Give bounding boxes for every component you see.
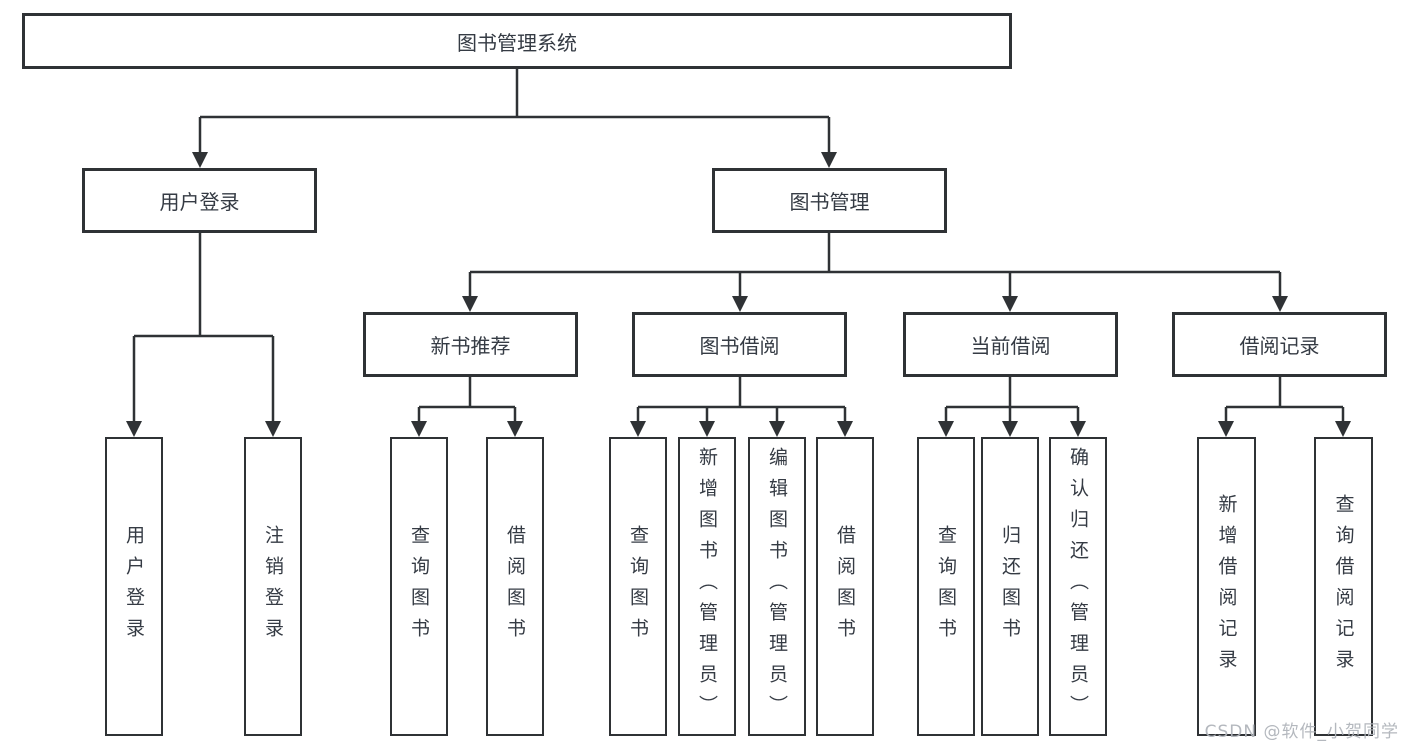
arrow-down-icon <box>938 421 954 437</box>
node-book-management: 图书管理 <box>712 168 947 233</box>
arrow-down-icon <box>1335 421 1351 437</box>
arrow-down-icon <box>1070 421 1086 437</box>
connector-path <box>132 69 1345 423</box>
leaf-recommend-borrow-books: 借阅图书 <box>486 437 544 736</box>
arrow-down-icon <box>462 296 478 312</box>
node-new-book-recommend: 新书推荐 <box>363 312 578 377</box>
node-book-borrow: 图书借阅 <box>632 312 847 377</box>
leaf-logout: 注销登录 <box>244 437 302 736</box>
arrow-down-icon <box>1272 296 1288 312</box>
leaf-recommend-query-books: 查询图书 <box>390 437 448 736</box>
arrow-down-icon <box>1218 421 1234 437</box>
leaf-add-borrow-record: 新增借阅记录 <box>1197 437 1256 736</box>
leaf-return-books: 归还图书 <box>981 437 1039 736</box>
arrow-down-icon <box>1002 296 1018 312</box>
node-root-system: 图书管理系统 <box>22 13 1012 69</box>
arrow-down-icon <box>126 421 142 437</box>
node-user-login: 用户登录 <box>82 168 317 233</box>
arrow-down-icon <box>837 421 853 437</box>
leaf-query-borrow-record: 查询借阅记录 <box>1314 437 1373 736</box>
arrow-down-icon <box>821 152 837 168</box>
arrow-down-icon <box>732 296 748 312</box>
arrow-down-icon <box>699 421 715 437</box>
watermark: CSDN @软件_小贺同学 <box>1204 722 1399 742</box>
arrow-down-icon <box>630 421 646 437</box>
node-borrow-records: 借阅记录 <box>1172 312 1387 377</box>
arrow-down-icon <box>411 421 427 437</box>
arrow-down-icon <box>192 152 208 168</box>
leaf-edit-books-admin: 编辑图书（管理员） <box>748 437 806 736</box>
leaf-borrow-query-books: 查询图书 <box>609 437 667 736</box>
arrow-down-icon <box>507 421 523 437</box>
arrow-down-icon <box>265 421 281 437</box>
leaf-add-books-admin: 新增图书（管理员） <box>678 437 736 736</box>
leaf-confirm-return-admin: 确认归还（管理员） <box>1049 437 1107 736</box>
leaf-borrow-books: 借阅图书 <box>816 437 874 736</box>
node-current-borrow: 当前借阅 <box>903 312 1118 377</box>
arrow-down-icon <box>769 421 785 437</box>
leaf-user-login: 用户登录 <box>105 437 163 736</box>
leaf-current-query-books: 查询图书 <box>917 437 975 736</box>
arrow-down-icon <box>1002 421 1018 437</box>
